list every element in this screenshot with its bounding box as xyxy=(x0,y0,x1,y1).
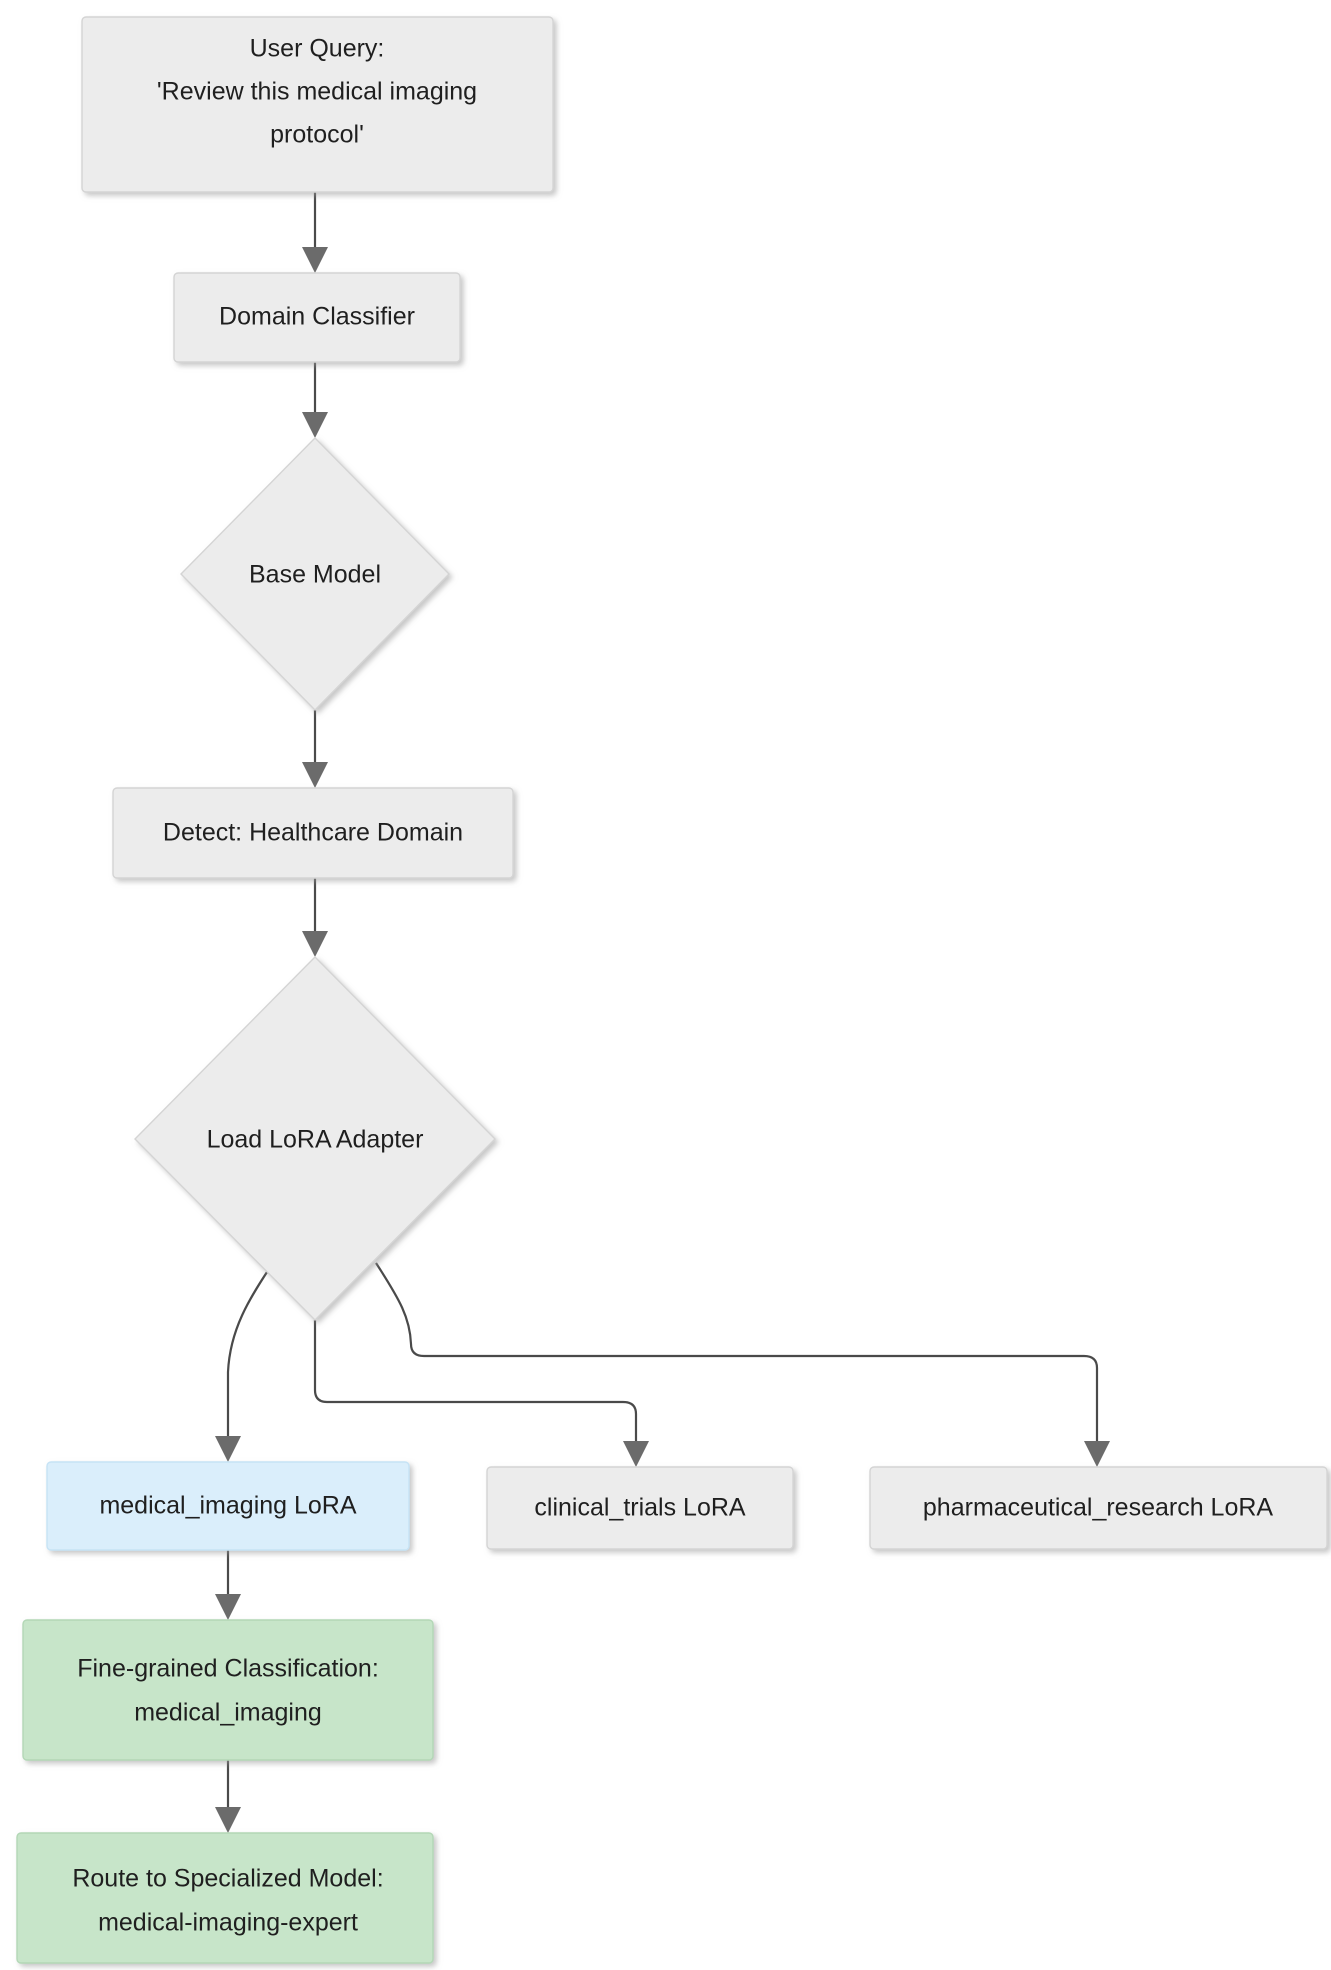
node-domain-classifier-shape[interactable] xyxy=(173,272,461,363)
node-fine-grained-classification[interactable]: Fine-grained Classification: medical_ima… xyxy=(22,1619,434,1761)
node-fine-grained-classification-line-2: medical_imaging xyxy=(134,1699,322,1727)
node-detect-healthcare[interactable]: Detect: Healthcare Domain xyxy=(112,787,514,879)
edge-fine-grained-to-route xyxy=(215,1760,241,1833)
node-clinical-trials-lora-shape[interactable] xyxy=(486,1466,794,1550)
edge-detect-healthcare-to-load-lora-adapter xyxy=(302,878,328,957)
node-pharmaceutical-research-lora-shape[interactable] xyxy=(869,1466,1328,1550)
node-detect-healthcare-shape[interactable] xyxy=(112,787,514,879)
arrowhead-icon xyxy=(623,1441,649,1467)
node-route-to-specialized-model-line-1: Route to Specialized Model: xyxy=(72,1865,383,1893)
arrowhead-icon xyxy=(302,412,328,438)
edge-user-query-to-domain-classifier xyxy=(302,192,328,273)
arrowhead-icon xyxy=(215,1436,241,1462)
edge-layer xyxy=(215,192,1110,1833)
node-pharmaceutical-research-lora-label: pharmaceutical_research LoRA xyxy=(923,1494,1274,1522)
node-clinical-trials-lora[interactable]: clinical_trials LoRA xyxy=(486,1466,794,1550)
node-medical-imaging-lora[interactable]: medical_imaging LoRA xyxy=(46,1461,410,1551)
node-user-query-line-2: 'Review this medical imaging xyxy=(157,78,477,106)
node-base-model-label: Base Model xyxy=(249,561,381,589)
node-clinical-trials-lora-label: clinical_trials LoRA xyxy=(534,1494,746,1522)
node-medical-imaging-lora-label: medical_imaging LoRA xyxy=(99,1492,356,1520)
arrowhead-icon xyxy=(215,1807,241,1833)
node-user-query-line-1: User Query: xyxy=(250,35,385,63)
node-medical-imaging-lora-shape[interactable] xyxy=(46,1461,410,1551)
edge-domain-classifier-to-base-model xyxy=(302,362,328,438)
node-route-to-specialized-model[interactable]: Route to Specialized Model: medical-imag… xyxy=(16,1832,434,1964)
edge-base-model-to-detect-healthcare xyxy=(302,710,328,788)
node-load-lora-adapter-shape[interactable] xyxy=(134,956,496,1321)
node-domain-classifier-label: Domain Classifier xyxy=(219,303,415,331)
arrowhead-icon xyxy=(302,762,328,788)
edge-load-lora-to-pharmaceutical-research xyxy=(375,1262,1110,1467)
arrowhead-icon xyxy=(215,1594,241,1620)
edge-medical-imaging-to-fine-grained xyxy=(215,1550,241,1620)
node-load-lora-adapter[interactable]: Load LoRA Adapter xyxy=(134,956,496,1321)
edge-load-lora-to-clinical-trials xyxy=(313,1320,649,1467)
node-user-query-shape[interactable] xyxy=(81,16,554,193)
arrowhead-icon xyxy=(302,247,328,273)
arrowhead-icon xyxy=(1084,1441,1110,1467)
node-detect-healthcare-label: Detect: Healthcare Domain xyxy=(163,819,463,847)
node-fine-grained-classification-line-1: Fine-grained Classification: xyxy=(77,1655,379,1683)
edge-load-lora-to-medical-imaging xyxy=(215,1259,276,1462)
node-domain-classifier[interactable]: Domain Classifier xyxy=(173,272,461,363)
node-pharmaceutical-research-lora[interactable]: pharmaceutical_research LoRA xyxy=(869,1466,1328,1550)
node-user-query-line-3: protocol' xyxy=(270,121,364,149)
arrowhead-icon xyxy=(302,931,328,957)
node-load-lora-adapter-label: Load LoRA Adapter xyxy=(207,1126,424,1154)
node-user-query[interactable]: User Query: 'Review this medical imaging… xyxy=(81,16,554,193)
node-base-model-shape[interactable] xyxy=(180,437,450,711)
node-route-to-specialized-model-shape[interactable] xyxy=(16,1832,434,1964)
node-base-model[interactable]: Base Model xyxy=(180,437,450,711)
node-fine-grained-classification-shape[interactable] xyxy=(22,1619,434,1761)
node-route-to-specialized-model-line-2: medical-imaging-expert xyxy=(98,1909,358,1937)
